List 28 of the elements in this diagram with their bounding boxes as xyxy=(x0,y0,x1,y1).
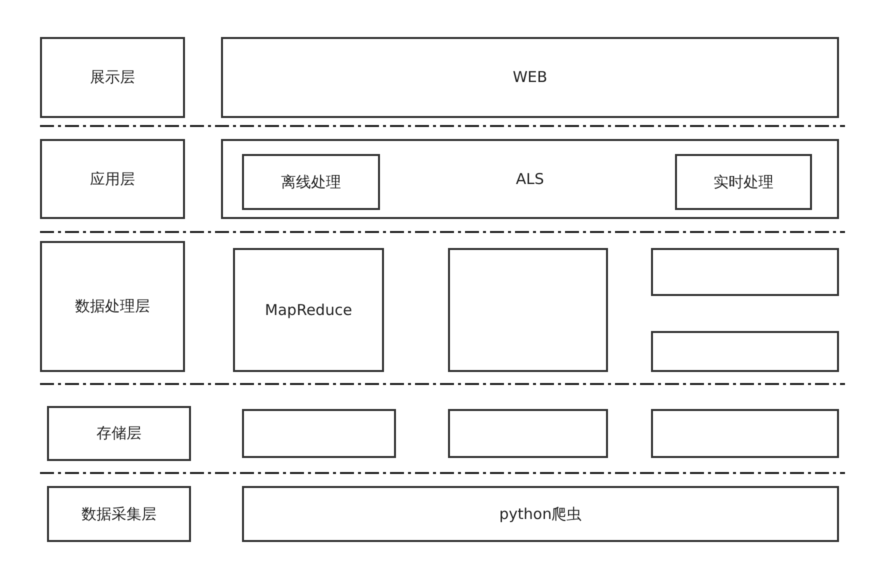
layer-box xyxy=(233,248,384,372)
box-label: 存储层 xyxy=(96,423,142,444)
empty-box xyxy=(651,331,839,372)
box-label: 离线处理 xyxy=(281,172,341,193)
empty-box xyxy=(448,248,608,372)
empty-box xyxy=(242,409,396,458)
box-label: MapReduce xyxy=(264,300,352,321)
layer-box xyxy=(221,37,839,118)
layer-box xyxy=(40,139,185,219)
box-label: 数据处理层 xyxy=(75,296,150,318)
layer-box xyxy=(221,139,839,219)
layer-box xyxy=(40,241,185,372)
layer-box xyxy=(47,486,191,542)
box-label: 实时处理 xyxy=(714,172,774,193)
layer-box xyxy=(40,37,185,118)
box-label: 应用层 xyxy=(90,168,135,190)
box-label: WEB xyxy=(512,67,548,88)
box-label: python爬虫 xyxy=(499,504,582,525)
empty-box xyxy=(448,409,608,458)
empty-box xyxy=(651,409,839,458)
box-label: 展示层 xyxy=(90,67,135,88)
layer-box xyxy=(242,486,839,542)
layer-box xyxy=(47,406,191,461)
box-label: 数据采集层 xyxy=(82,504,156,525)
empty-box xyxy=(651,248,839,296)
layer-box xyxy=(242,154,380,210)
box-label: ALS xyxy=(516,168,544,190)
layer-box xyxy=(675,154,812,210)
